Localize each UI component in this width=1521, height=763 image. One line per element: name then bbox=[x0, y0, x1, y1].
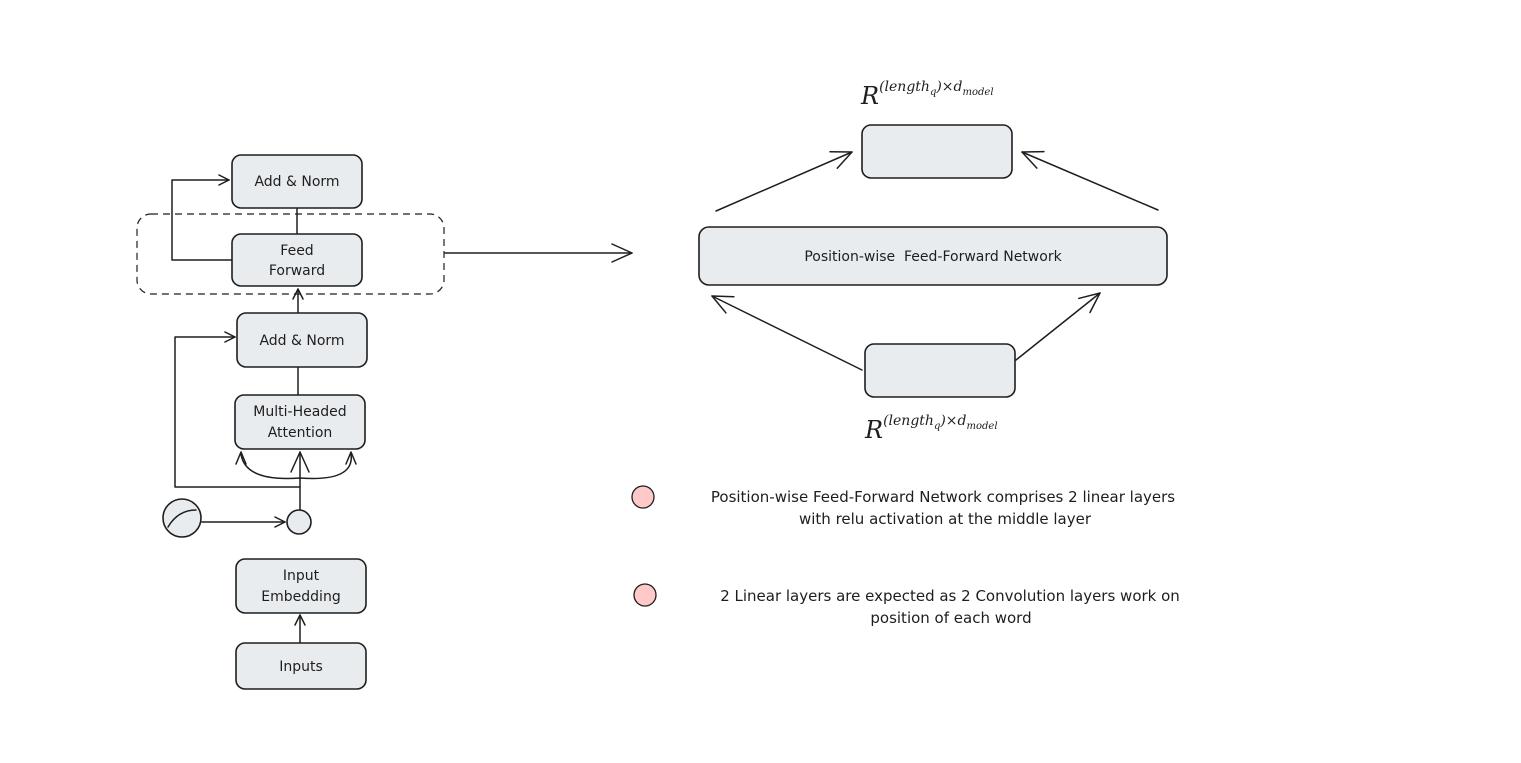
qkv-split-paths bbox=[240, 453, 352, 480]
ffn-network-label: Position-wise Feed-Forward Network bbox=[804, 249, 1062, 265]
sum-circle bbox=[286, 509, 312, 535]
input-box bbox=[864, 343, 1016, 398]
add-norm-bottom-label: Add & Norm bbox=[259, 333, 344, 349]
ffn-detail: R(lengthq)×dmodel Position-wise Feed-For… bbox=[698, 79, 1168, 444]
input-embedding-box bbox=[235, 558, 367, 614]
note-bullet-2 bbox=[633, 583, 657, 607]
ffn-to-output-arrow-left bbox=[715, 150, 853, 212]
ffn-to-output-arrow-right bbox=[1021, 150, 1159, 211]
sine-wave-icon bbox=[167, 509, 197, 528]
input-to-ffn-arrow-left bbox=[711, 295, 863, 371]
positional-encoding-circle bbox=[162, 498, 202, 538]
note-1-line2: with relu activation at the middle layer bbox=[799, 510, 1092, 528]
feed-forward-highlight bbox=[136, 213, 445, 295]
residual-line-top bbox=[171, 174, 233, 261]
add-norm-top-box bbox=[231, 154, 363, 209]
add-norm-top-label: Add & Norm bbox=[254, 174, 339, 190]
add-norm-bottom-box bbox=[236, 312, 368, 368]
note-2-line1: 2 Linear layers are expected as 2 Convol… bbox=[720, 587, 1180, 605]
output-box bbox=[861, 124, 1013, 179]
feed-forward-label-line2: Forward bbox=[269, 263, 325, 279]
q-arrowhead bbox=[235, 451, 247, 465]
input-dim-label: R(lengthq)×dmodel bbox=[864, 413, 998, 444]
inputs-box bbox=[235, 642, 367, 690]
output-dim-label: R(lengthq)×dmodel bbox=[860, 79, 994, 110]
feed-forward-label-line1: Feed bbox=[280, 243, 313, 259]
input-embedding-label-line2: Embedding bbox=[261, 589, 340, 605]
attention-label-line1: Multi-Headed bbox=[253, 404, 346, 420]
feed-forward-box bbox=[231, 233, 363, 287]
notes: Position-wise Feed-Forward Network compr… bbox=[631, 485, 1180, 627]
residual-line-bottom bbox=[174, 331, 301, 488]
input-to-ffn-arrow-right bbox=[1015, 292, 1101, 361]
input-embedding-label-line1: Input bbox=[283, 568, 320, 584]
note-1-line1: Position-wise Feed-Forward Network compr… bbox=[711, 488, 1175, 506]
note-bullet-1 bbox=[631, 485, 655, 509]
inputs-label: Inputs bbox=[279, 659, 323, 675]
encoder-stack: Add & Norm Feed Forward Add & Norm Multi… bbox=[136, 154, 445, 690]
note-2-line2: position of each word bbox=[870, 609, 1031, 627]
v-arrowhead bbox=[345, 451, 357, 465]
attention-box bbox=[234, 394, 366, 450]
ffn-network-box bbox=[698, 226, 1168, 286]
attention-label-line2: Attention bbox=[268, 425, 333, 441]
